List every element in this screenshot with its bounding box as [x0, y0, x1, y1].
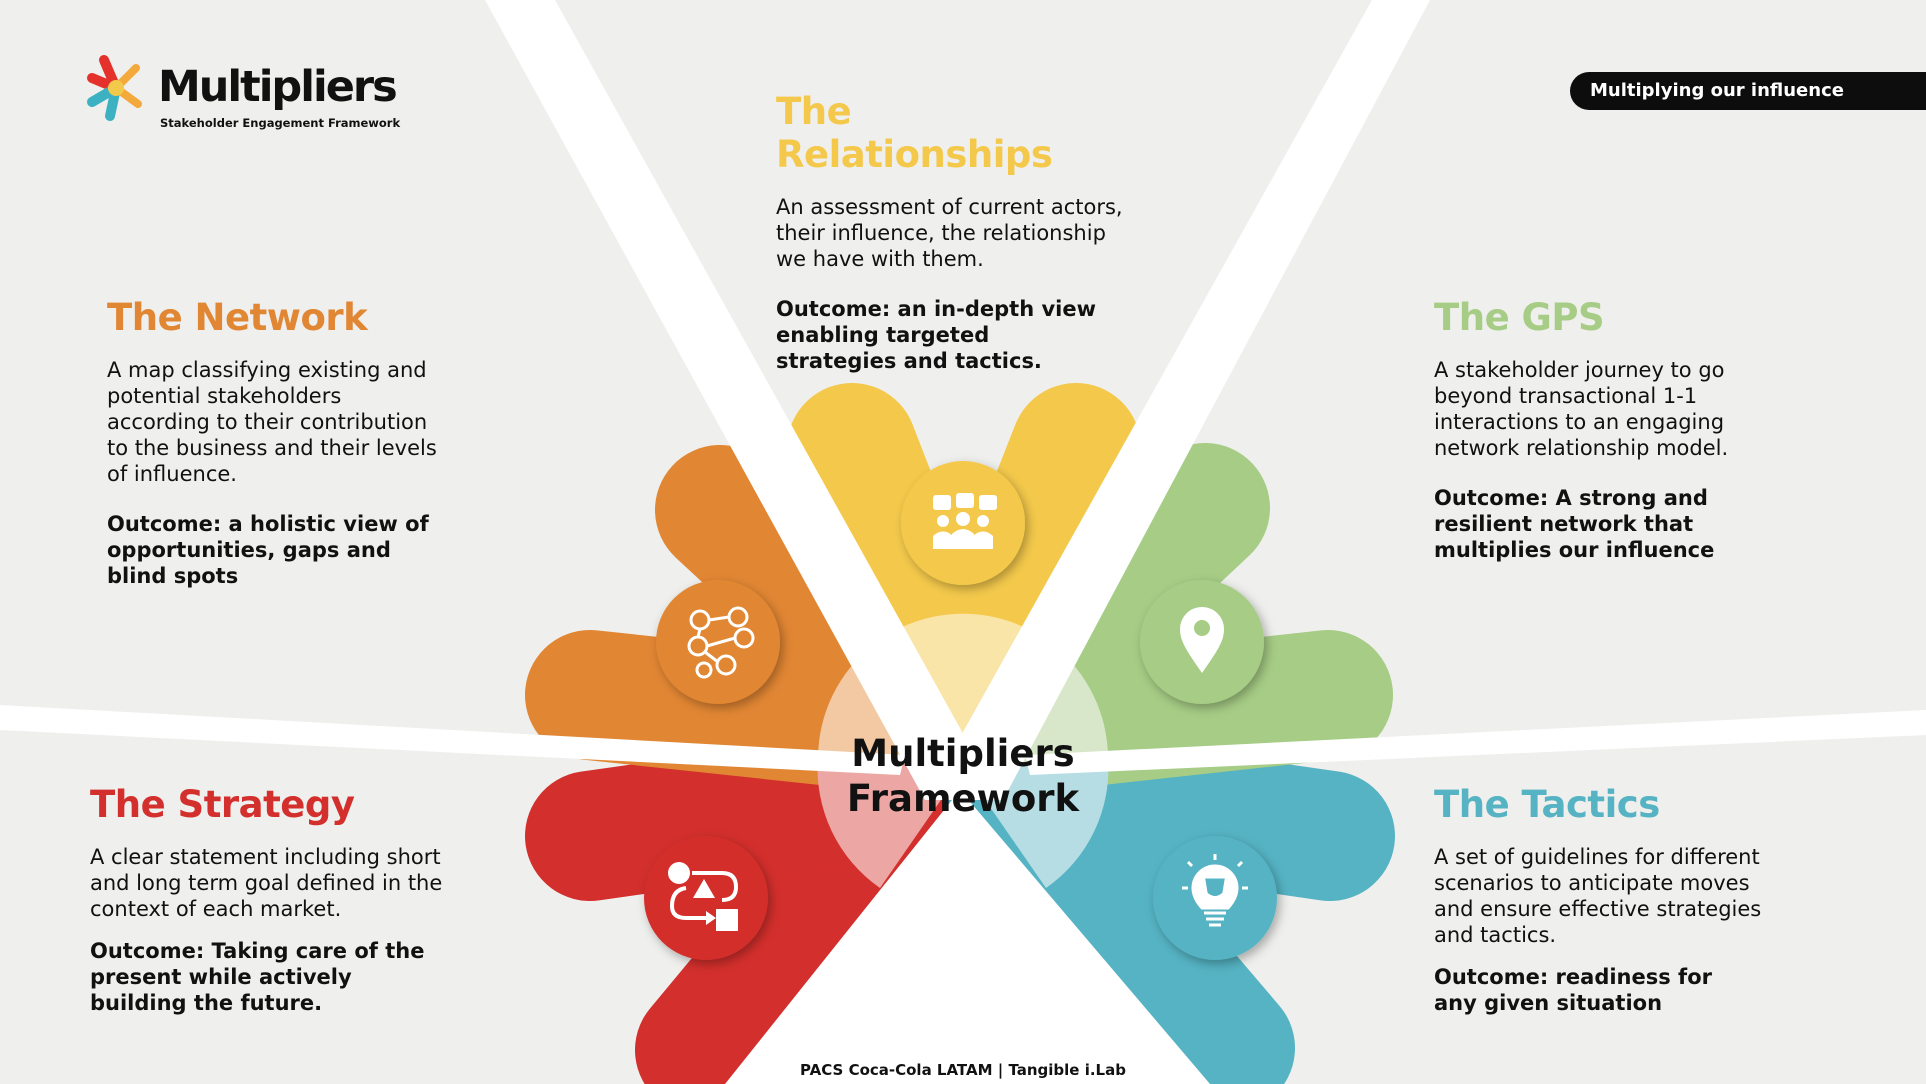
multipliers-logo-icon — [87, 55, 142, 121]
tactics-title: The Tactics — [1434, 783, 1660, 826]
tactics-description: A set of guidelines for different scenar… — [1434, 845, 1762, 947]
gps-icon-circle — [1140, 580, 1264, 704]
network-description: A map classifying existing and potential… — [107, 358, 437, 486]
strategy-title: The Strategy — [90, 783, 355, 826]
network-icon-circle — [656, 580, 780, 704]
gps-title: The GPS — [1434, 296, 1605, 339]
relationships-description: An assessment of current actors, their i… — [776, 195, 1123, 271]
strategy-shapes-icon — [668, 862, 739, 931]
lightbulb-trophy-icon — [1182, 854, 1248, 927]
tagline-badge: Multiplying our influence — [1570, 72, 1926, 110]
map-pin-icon — [1180, 607, 1224, 673]
relationships-title: The Relationships — [776, 90, 1053, 176]
strategy-section: The Strategy A clear statement including… — [90, 783, 470, 1016]
network-outcome: Outcome: a holistic view of opportunitie… — [107, 512, 429, 588]
tactics-outcome: Outcome: readiness for any given situati… — [1434, 965, 1712, 1015]
strategy-icon-circle — [644, 836, 768, 960]
network-people-icon — [687, 606, 755, 679]
logo-subtitle: Stakeholder Engagement Framework — [160, 116, 401, 130]
logo-text: Multipliers — [158, 62, 398, 112]
strategy-description: A clear statement including short and lo… — [90, 845, 443, 921]
logo: Multipliers Stakeholder Engagement Frame… — [86, 50, 426, 140]
center-title-line1: Multipliers — [851, 732, 1075, 775]
relationships-icon-circle — [901, 461, 1025, 585]
relationships-section: The Relationships An assessment of curre… — [776, 90, 1136, 374]
tactics-section: The Tactics A set of guidelines for diff… — [1434, 783, 1814, 1016]
network-title: The Network — [107, 296, 368, 339]
relationships-outcome: Outcome: an in-depth view enabling targe… — [776, 297, 1096, 373]
strategy-outcome: Outcome: Taking care of the present whil… — [90, 939, 425, 1015]
gps-outcome: Outcome: A strong and resilient network … — [1434, 486, 1715, 562]
footer-credit: PACS Coca-Cola LATAM | Tangible i.Lab — [800, 1061, 1126, 1079]
gps-section: The GPS A stakeholder journey to go beyo… — [1434, 296, 1774, 563]
people-group-icon — [933, 493, 997, 549]
tactics-icon-circle — [1153, 836, 1277, 960]
gps-description: A stakeholder journey to go beyond trans… — [1434, 358, 1729, 460]
center-title-line2: Framework — [846, 777, 1080, 820]
network-section: The Network A map classifying existing a… — [107, 296, 457, 589]
center-title: Multipliers Framework — [813, 731, 1113, 821]
